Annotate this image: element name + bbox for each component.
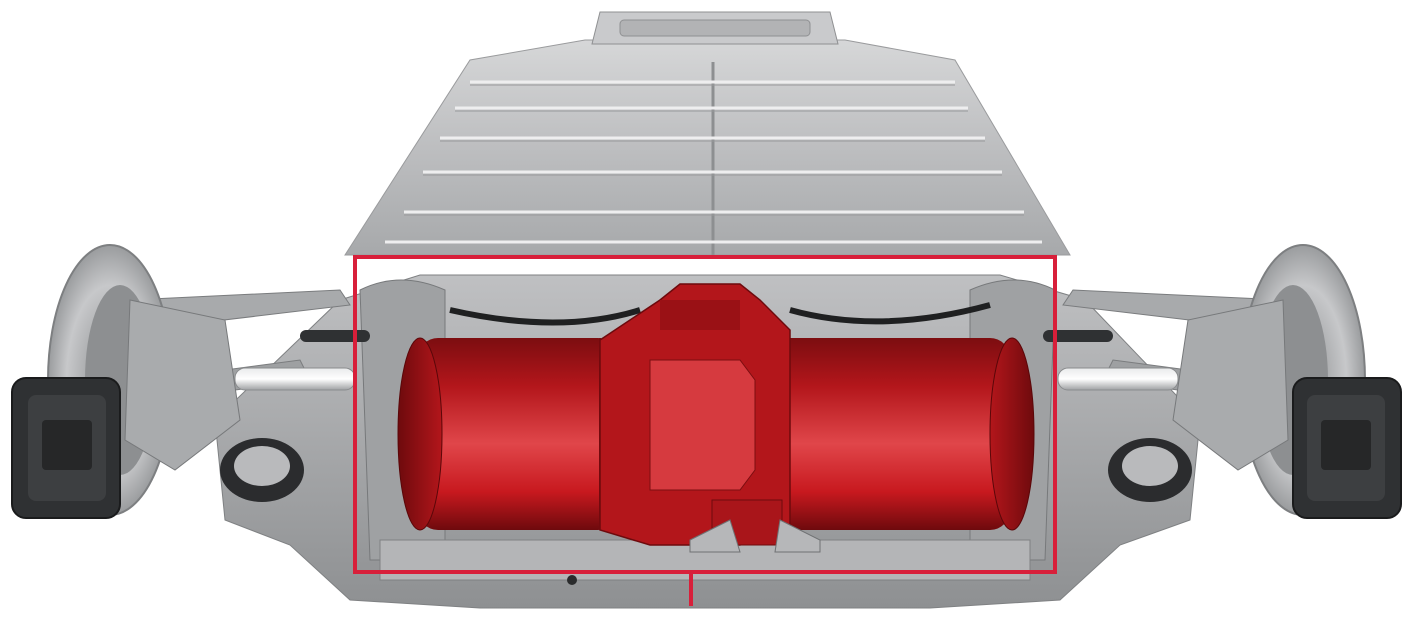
- drive-unit: [397, 283, 1035, 553]
- highlight-callout: [353, 255, 1057, 606]
- battery-pack: [344, 11, 1071, 256]
- right-brake-assembly: [1172, 244, 1402, 519]
- left-brake-assembly: [11, 244, 241, 519]
- cable-harness: [449, 302, 991, 326]
